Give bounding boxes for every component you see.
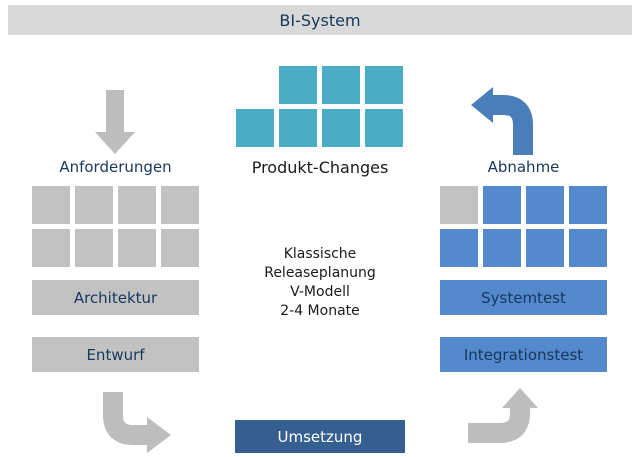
requirements-grid — [32, 186, 199, 267]
grid-square — [236, 109, 274, 147]
grid-square — [322, 66, 360, 104]
grid-square — [279, 109, 317, 147]
grid-square — [161, 229, 199, 267]
grid-square — [322, 109, 360, 147]
acceptance-grid — [440, 186, 607, 267]
systemtest-box: Systemtest — [440, 280, 607, 315]
grid-square — [75, 186, 113, 224]
grid-square — [526, 186, 564, 224]
architektur-box: Architektur — [32, 280, 199, 315]
grid-square — [32, 229, 70, 267]
grid-square — [161, 186, 199, 224]
grid-square — [483, 186, 521, 224]
grid-square — [118, 186, 156, 224]
grid-square — [365, 66, 403, 104]
label-produkt-changes: Produkt-Changes — [251, 157, 389, 177]
grid-square — [526, 229, 564, 267]
arrow-down-icon — [95, 90, 135, 154]
label-abnahme: Abnahme — [487, 158, 560, 176]
product-changes-grid — [236, 66, 403, 147]
note-line: 2-4 Monate — [280, 303, 360, 319]
integrationstest-box: Integrationstest — [440, 337, 607, 372]
page-title: BI-System — [279, 10, 361, 30]
grid-square — [569, 229, 607, 267]
arrow-turn-right-icon — [103, 392, 171, 453]
release-note: Klassische Releaseplanung V-Modell 2-4 M… — [230, 245, 410, 321]
grid-square — [75, 229, 113, 267]
grid-square — [365, 109, 403, 147]
grid-square — [279, 66, 317, 104]
grid-square — [440, 186, 478, 224]
entwurf-box: Entwurf — [32, 337, 199, 372]
umsetzung-box: Umsetzung — [235, 420, 405, 453]
grid-square — [440, 229, 478, 267]
arrow-turn-up-icon — [468, 388, 538, 443]
label-anforderungen: Anforderungen — [59, 158, 172, 176]
grid-square — [483, 229, 521, 267]
note-line: Klassische — [283, 246, 357, 262]
note-line: V-Modell — [290, 284, 350, 300]
grid-square — [569, 186, 607, 224]
grid-square — [118, 229, 156, 267]
header-bar: BI-System — [8, 5, 632, 35]
note-line: Releaseplanung — [264, 265, 376, 281]
grid-square — [32, 186, 70, 224]
arrow-turn-left-icon — [471, 87, 533, 155]
